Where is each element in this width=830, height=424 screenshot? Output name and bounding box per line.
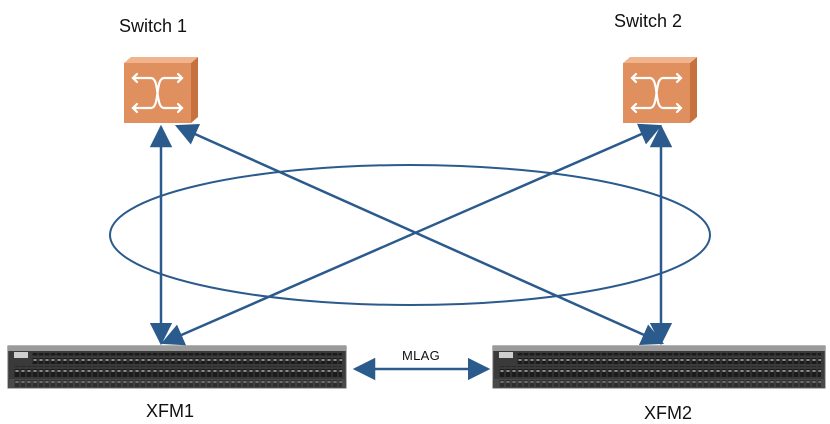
xfm2-top-strip (493, 346, 825, 351)
link-switch2-xfm1 (160, 123, 663, 346)
xfm1-top-strip (8, 346, 346, 351)
xfm1-label-plate (14, 352, 28, 358)
xfm2-port-row-2 (499, 366, 821, 377)
xfm2-port-row-3 (499, 379, 821, 387)
switch-2-side (690, 57, 697, 123)
link-switch1-xfm2 (174, 124, 665, 345)
xfm2-label-plate (499, 352, 513, 358)
switch-1-top (124, 57, 198, 63)
switch-2-label: Switch 2 (614, 11, 683, 31)
xfm1-port-row-1 (32, 353, 342, 364)
links (149, 123, 673, 381)
network-switch-icon (630, 72, 683, 114)
switch-1-side (191, 57, 198, 123)
switch-2-top (623, 57, 697, 63)
network-switch-icon (131, 72, 184, 114)
xfm1-label: XFM1 (146, 401, 195, 421)
mlag-label: MLAG (402, 348, 441, 363)
xfm2-label: XFM2 (644, 403, 693, 423)
xfm1-chassis (7, 345, 347, 389)
switch-1-node (124, 57, 198, 123)
xfm1-port-row-2 (14, 366, 342, 377)
xfm1-port-row-3 (14, 379, 342, 387)
xfm2-chassis (492, 345, 826, 389)
switch-2-node (623, 57, 697, 123)
xfm2-port-row-1 (517, 353, 821, 364)
switch-1-label: Switch 1 (119, 16, 188, 36)
